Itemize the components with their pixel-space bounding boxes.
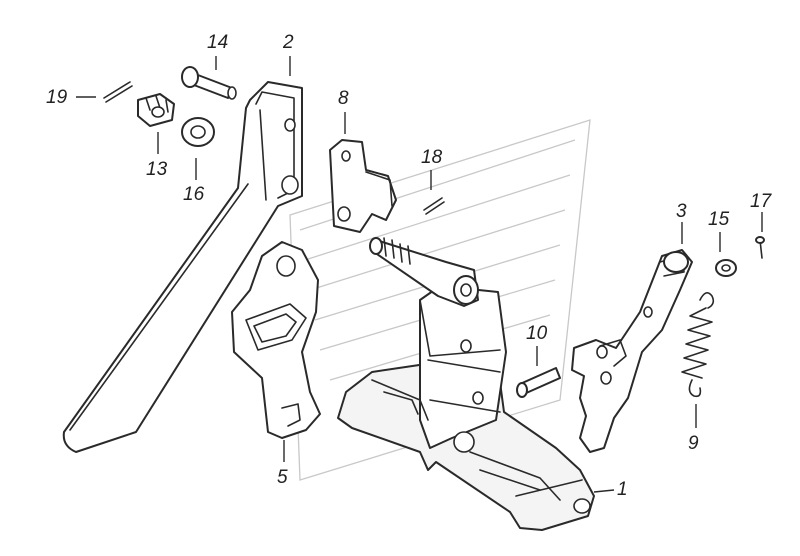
- callout-15: 15: [708, 209, 730, 230]
- part-10-pin: [516, 367, 561, 398]
- callout-5: 5: [277, 467, 288, 488]
- part-13-castle-nut: [137, 93, 175, 127]
- part-15-washer: [715, 259, 737, 277]
- part-17-pin: [755, 236, 765, 259]
- part-14-pin: [181, 66, 237, 100]
- callout-16: 16: [183, 184, 205, 205]
- callout-18: 18: [421, 147, 443, 168]
- part-1-base-casting: [337, 237, 595, 531]
- part-18-pin: [423, 197, 445, 215]
- leader-lines: [76, 56, 763, 493]
- part-16-washer: [181, 117, 215, 147]
- callout-19: 19: [46, 87, 68, 108]
- callout-3: 3: [676, 201, 687, 222]
- callout-2: 2: [283, 32, 294, 53]
- callout-8: 8: [338, 88, 349, 109]
- part-19-cotter-pin: [103, 81, 133, 103]
- part-3-pawl: [571, 249, 693, 453]
- part-5-hook-latch: [231, 241, 321, 439]
- callout-14: 14: [207, 32, 229, 53]
- part-8-bracket: [329, 139, 397, 233]
- callout-9: 9: [688, 433, 699, 454]
- callout-1: 1: [617, 479, 628, 500]
- part-9-spring: [681, 292, 715, 398]
- callout-10: 10: [526, 323, 548, 344]
- callout-17: 17: [750, 191, 772, 212]
- callout-13: 13: [146, 159, 168, 180]
- part-2-lever: [62, 81, 303, 453]
